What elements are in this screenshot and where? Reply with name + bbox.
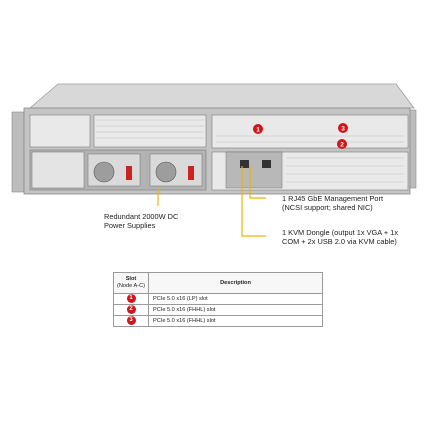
kvm-callout: 1 KVM Dongle (output 1x VGA + 1x COM + 2… [282,228,398,246]
table-row: 2 PCIe 5.0 x16 (FHHL) slot [113,304,323,316]
header-description: Description [148,272,323,294]
power-callout-line-2: Power Supplies [104,221,156,230]
header-slot: Slot (Node A-C) [113,272,149,294]
node-io-strip [225,151,283,189]
table-row: 1 PCIe 5.0 x16 (LP) slot [113,293,323,305]
slot-badge: 1 [126,294,136,304]
svg-text:1: 1 [256,127,260,134]
slot-badge: 3 [126,316,136,326]
slot-badge-2: 2 [337,139,347,149]
mgmt-port-callout: 1 RJ45 GbE Management Port (NCSI support… [282,194,383,212]
psu-power-connector-2 [188,166,194,180]
table-header-row: Slot (Node A-C) Description [113,272,323,294]
slot-badge-1: 1 [253,124,263,134]
kvm-callout-line-2: COM + 2x USB 2.0 via KVM cable) [282,237,397,246]
slot-number-cell: 1 [113,293,149,305]
rack-ear-left [11,111,25,193]
table-row: 3 PCIe 5.0 x16 (FHHL) slot [113,315,323,327]
fan-grille [31,151,85,189]
psu-fan-2 [155,161,177,183]
svg-text:3: 3 [341,126,345,133]
mgmt-callout-line-2: (NCSI support; shared NIC) [282,203,373,212]
slot-description-cell: PCIe 5.0 x16 (FHHL) slot [148,304,323,316]
rj45-port [240,160,249,168]
psu-power-connector-1 [126,166,132,180]
node-a-pcie-bay [29,114,91,148]
kvm-port [262,160,271,168]
node-a-pcie-bay-2 [93,114,207,148]
slot-number-cell: 3 [113,315,149,327]
header-slot-sub: (Node A-C) [117,283,145,289]
svg-text:2: 2 [340,142,344,149]
kvm-leader-line [241,166,266,237]
header-slot-label: Slot [125,276,137,282]
mgmt-callout-line-1: 1 RJ45 GbE Management Port [282,194,384,203]
chassis-top-cover [28,83,415,109]
power-callout-line-1: Redundant 2000W DC [104,212,179,221]
kvm-callout-line-1: 1 KVM Dongle (output 1x VGA + 1x [282,228,399,237]
psu-fan-1 [93,161,115,183]
slot-description-cell: PCIe 5.0 x16 (FHHL) slot [148,315,323,327]
power-supplies-callout: Redundant 2000W DC Power Supplies [104,212,178,230]
slot-badge-3: 3 [338,123,348,133]
slot-description-cell: PCIe 5.0 x16 (LP) slot [148,293,323,305]
slot-description-table: Slot (Node A-C) Description 1 PCIe 5.0 x… [113,272,323,327]
slot-number-cell: 2 [113,304,149,316]
grille-pattern [96,119,404,183]
node-b-pcie-bay [211,114,409,149]
slot-badge: 2 [126,305,136,315]
mgmt-port-leader-line [249,166,266,199]
